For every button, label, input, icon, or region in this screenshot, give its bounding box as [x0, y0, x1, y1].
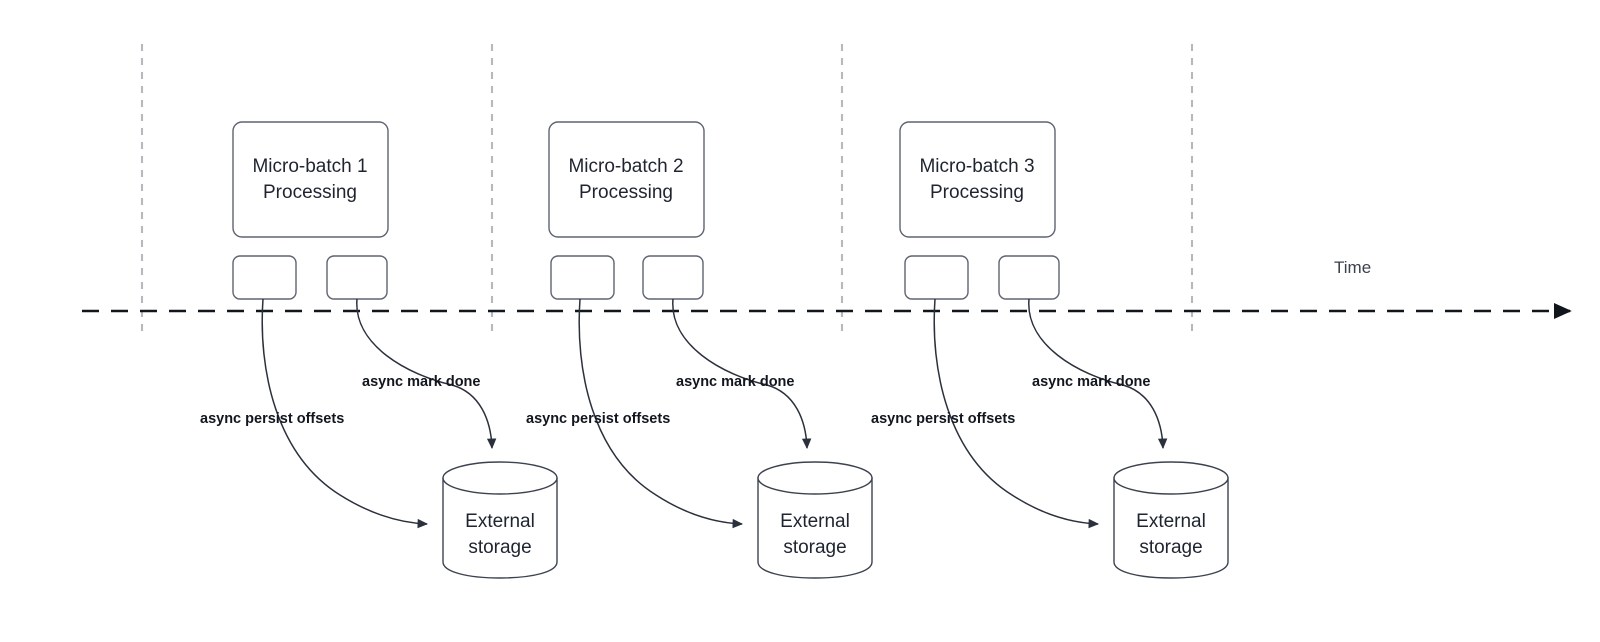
external-storage-2[interactable]: External storage	[757, 461, 873, 579]
batch-3-persist-offsets-arrow	[933, 298, 1100, 529]
batch-3-mark-done-arrow	[1028, 298, 1168, 450]
micro-batch-1-box[interactable]	[232, 121, 389, 238]
batch-1-mark-done-arrow	[356, 298, 497, 450]
time-axis: Time	[82, 258, 1572, 320]
time-axis-label: Time	[1334, 258, 1371, 277]
batch-2-persist-offsets-label: async persist offsets	[526, 411, 670, 427]
batch-1-persist-offsets-arrow	[261, 298, 429, 529]
external-storage-1-label-line1: External	[465, 511, 535, 532]
batch-group-1: Micro-batch 1 Processing async persist o…	[200, 121, 558, 579]
external-storage-2-body	[757, 477, 873, 579]
batch-2-mark-done-label: async mark done	[676, 374, 794, 390]
batch-2-task-box-right[interactable]	[642, 255, 704, 300]
external-storage-3-label-line2: storage	[1139, 537, 1202, 558]
batch-group-2: Micro-batch 2 Processing async persist o…	[526, 121, 873, 579]
batch-3-task-box-left[interactable]	[904, 255, 969, 300]
micro-batch-2-box[interactable]	[548, 121, 705, 238]
batch-3-mark-done-label: async mark done	[1032, 374, 1150, 390]
micro-batch-3-box[interactable]	[899, 121, 1056, 238]
micro-batch-3-label-line2: Processing	[930, 182, 1024, 203]
external-storage-3-label-line1: External	[1136, 511, 1206, 532]
batch-2-task-box-left[interactable]	[550, 255, 615, 300]
batch-group-3: Micro-batch 3 Processing async persist o…	[871, 121, 1229, 579]
external-storage-3-body	[1113, 477, 1229, 579]
external-storage-1-label-line2: storage	[468, 537, 531, 558]
micro-batch-1-label-line1: Micro-batch 1	[252, 156, 367, 177]
batch-3-task-box-right[interactable]	[998, 255, 1060, 300]
micro-batch-3-label-line1: Micro-batch 3	[919, 156, 1034, 177]
micro-batch-2-label-line2: Processing	[579, 182, 673, 203]
batch-3-persist-offsets-label: async persist offsets	[871, 411, 1015, 427]
batch-1-persist-offsets-label: async persist offsets	[200, 411, 344, 427]
micro-batch-2-label-line1: Micro-batch 2	[568, 156, 683, 177]
batch-2-persist-offsets-arrow	[578, 298, 744, 529]
vertical-dividers	[140, 44, 1194, 331]
external-storage-3[interactable]: External storage	[1113, 461, 1229, 579]
external-storage-1-body	[442, 477, 558, 579]
external-storage-2-top	[757, 461, 873, 495]
external-storage-1-top	[442, 461, 558, 495]
micro-batch-1-label-line2: Processing	[263, 182, 357, 203]
external-storage-1[interactable]: External storage	[442, 461, 558, 579]
batch-1-task-box-right[interactable]	[326, 255, 388, 300]
batch-1-task-box-left[interactable]	[232, 255, 297, 300]
batch-2-mark-done-arrow	[672, 298, 812, 450]
batch-1-mark-done-label: async mark done	[362, 374, 480, 390]
external-storage-2-label-line2: storage	[783, 537, 846, 558]
external-storage-3-top	[1113, 461, 1229, 495]
external-storage-2-label-line1: External	[780, 511, 850, 532]
